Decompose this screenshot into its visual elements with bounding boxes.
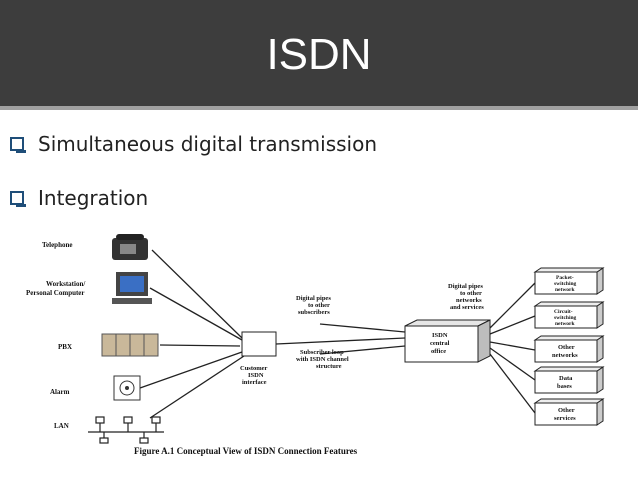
network-2-line1: Circuit- <box>554 309 573 315</box>
network-5-line1: Other <box>558 407 575 414</box>
network-1-line3: network <box>555 287 575 293</box>
pbx-icon <box>101 333 159 357</box>
lan-icon <box>88 416 164 444</box>
workstation-link <box>149 287 243 341</box>
network-1-line1: Packet- <box>556 275 574 281</box>
lan-label: LAN <box>54 422 69 430</box>
network-2-line3: network <box>555 321 575 327</box>
central-office-3: office <box>431 348 446 355</box>
network-box-2: Circuit- switching network <box>533 301 605 329</box>
subscriber-loop-line <box>275 337 406 345</box>
network-link-3 <box>489 341 536 351</box>
interface-label-2: ISDN <box>248 372 264 379</box>
network-4-line2: bases <box>557 383 572 390</box>
interface-label-1: Customer <box>240 365 268 372</box>
computer-icon <box>112 272 152 304</box>
bullet-text: Simultaneous digital transmission <box>38 132 378 156</box>
network-4-line1: Data <box>559 375 573 382</box>
network-3-line1: Other <box>558 344 575 351</box>
alarm-icon <box>113 375 141 401</box>
network-link-4 <box>489 347 536 381</box>
checkbox-bullet-icon <box>10 191 26 207</box>
network-box-4: Data bases <box>533 366 605 394</box>
isdn-diagram: Telephone Workstation/ Personal Computer… <box>26 234 605 456</box>
bullet-text: Integration <box>38 186 149 210</box>
telephone-link <box>151 249 243 339</box>
pbx-link <box>159 344 241 347</box>
customer-interface-box <box>241 331 277 357</box>
network-1-line2: switching <box>554 281 577 287</box>
telephone-icon <box>112 234 148 260</box>
figure-caption: Figure A.1 Conceptual View of ISDN Conne… <box>134 446 358 456</box>
bullet-item-2: Integration <box>10 186 148 210</box>
pipe-line-b <box>319 345 406 355</box>
pbx-label: PBX <box>58 343 72 351</box>
network-link-1 <box>489 282 536 329</box>
network-2-line2: switching <box>554 315 577 321</box>
subscriber-loop-1: Subscriber loop <box>300 349 344 356</box>
alarm-link <box>139 351 243 389</box>
central-office-1: ISDN <box>432 332 448 339</box>
pipes-subscribers-1: Digital pipes <box>296 295 331 302</box>
workstation-label-2: Personal Computer <box>26 289 85 297</box>
title-underline <box>0 106 638 110</box>
network-box-1: Packet- switching network <box>533 267 605 295</box>
pipes-subscribers-3: subscribers <box>298 309 330 316</box>
pipes-networks-3: networks <box>456 297 482 304</box>
network-link-2 <box>489 315 536 335</box>
network-box-3: Other networks <box>533 335 605 363</box>
bullet-item-1: Simultaneous digital transmission <box>10 132 377 156</box>
interface-label-3: interface <box>242 379 267 386</box>
telephone-label: Telephone <box>42 241 72 249</box>
title-bar: ISDN <box>0 0 638 110</box>
network-5-line2: services <box>554 415 576 422</box>
pipes-networks-4: and services <box>450 304 484 311</box>
network-3-line2: networks <box>552 352 578 359</box>
workstation-label-1: Workstation/ <box>46 280 86 288</box>
network-link-5 <box>489 353 536 414</box>
central-office-box <box>404 319 491 363</box>
pipes-networks-2: to other <box>460 290 482 297</box>
slide-title: ISDN <box>266 30 372 79</box>
pipes-networks-1: Digital pipes <box>448 283 483 290</box>
central-office-2: central <box>430 340 450 347</box>
lan-link <box>149 355 245 419</box>
pipes-subscribers-2: to other <box>308 302 330 309</box>
device-links <box>139 249 536 419</box>
pipe-line-a <box>319 323 406 333</box>
alarm-label: Alarm <box>50 388 70 396</box>
subscriber-loop-3: structure <box>316 363 342 370</box>
checkbox-bullet-icon <box>10 137 26 153</box>
network-box-5: Other services <box>533 398 605 426</box>
subscriber-loop-2: with ISDN channel <box>296 356 349 363</box>
